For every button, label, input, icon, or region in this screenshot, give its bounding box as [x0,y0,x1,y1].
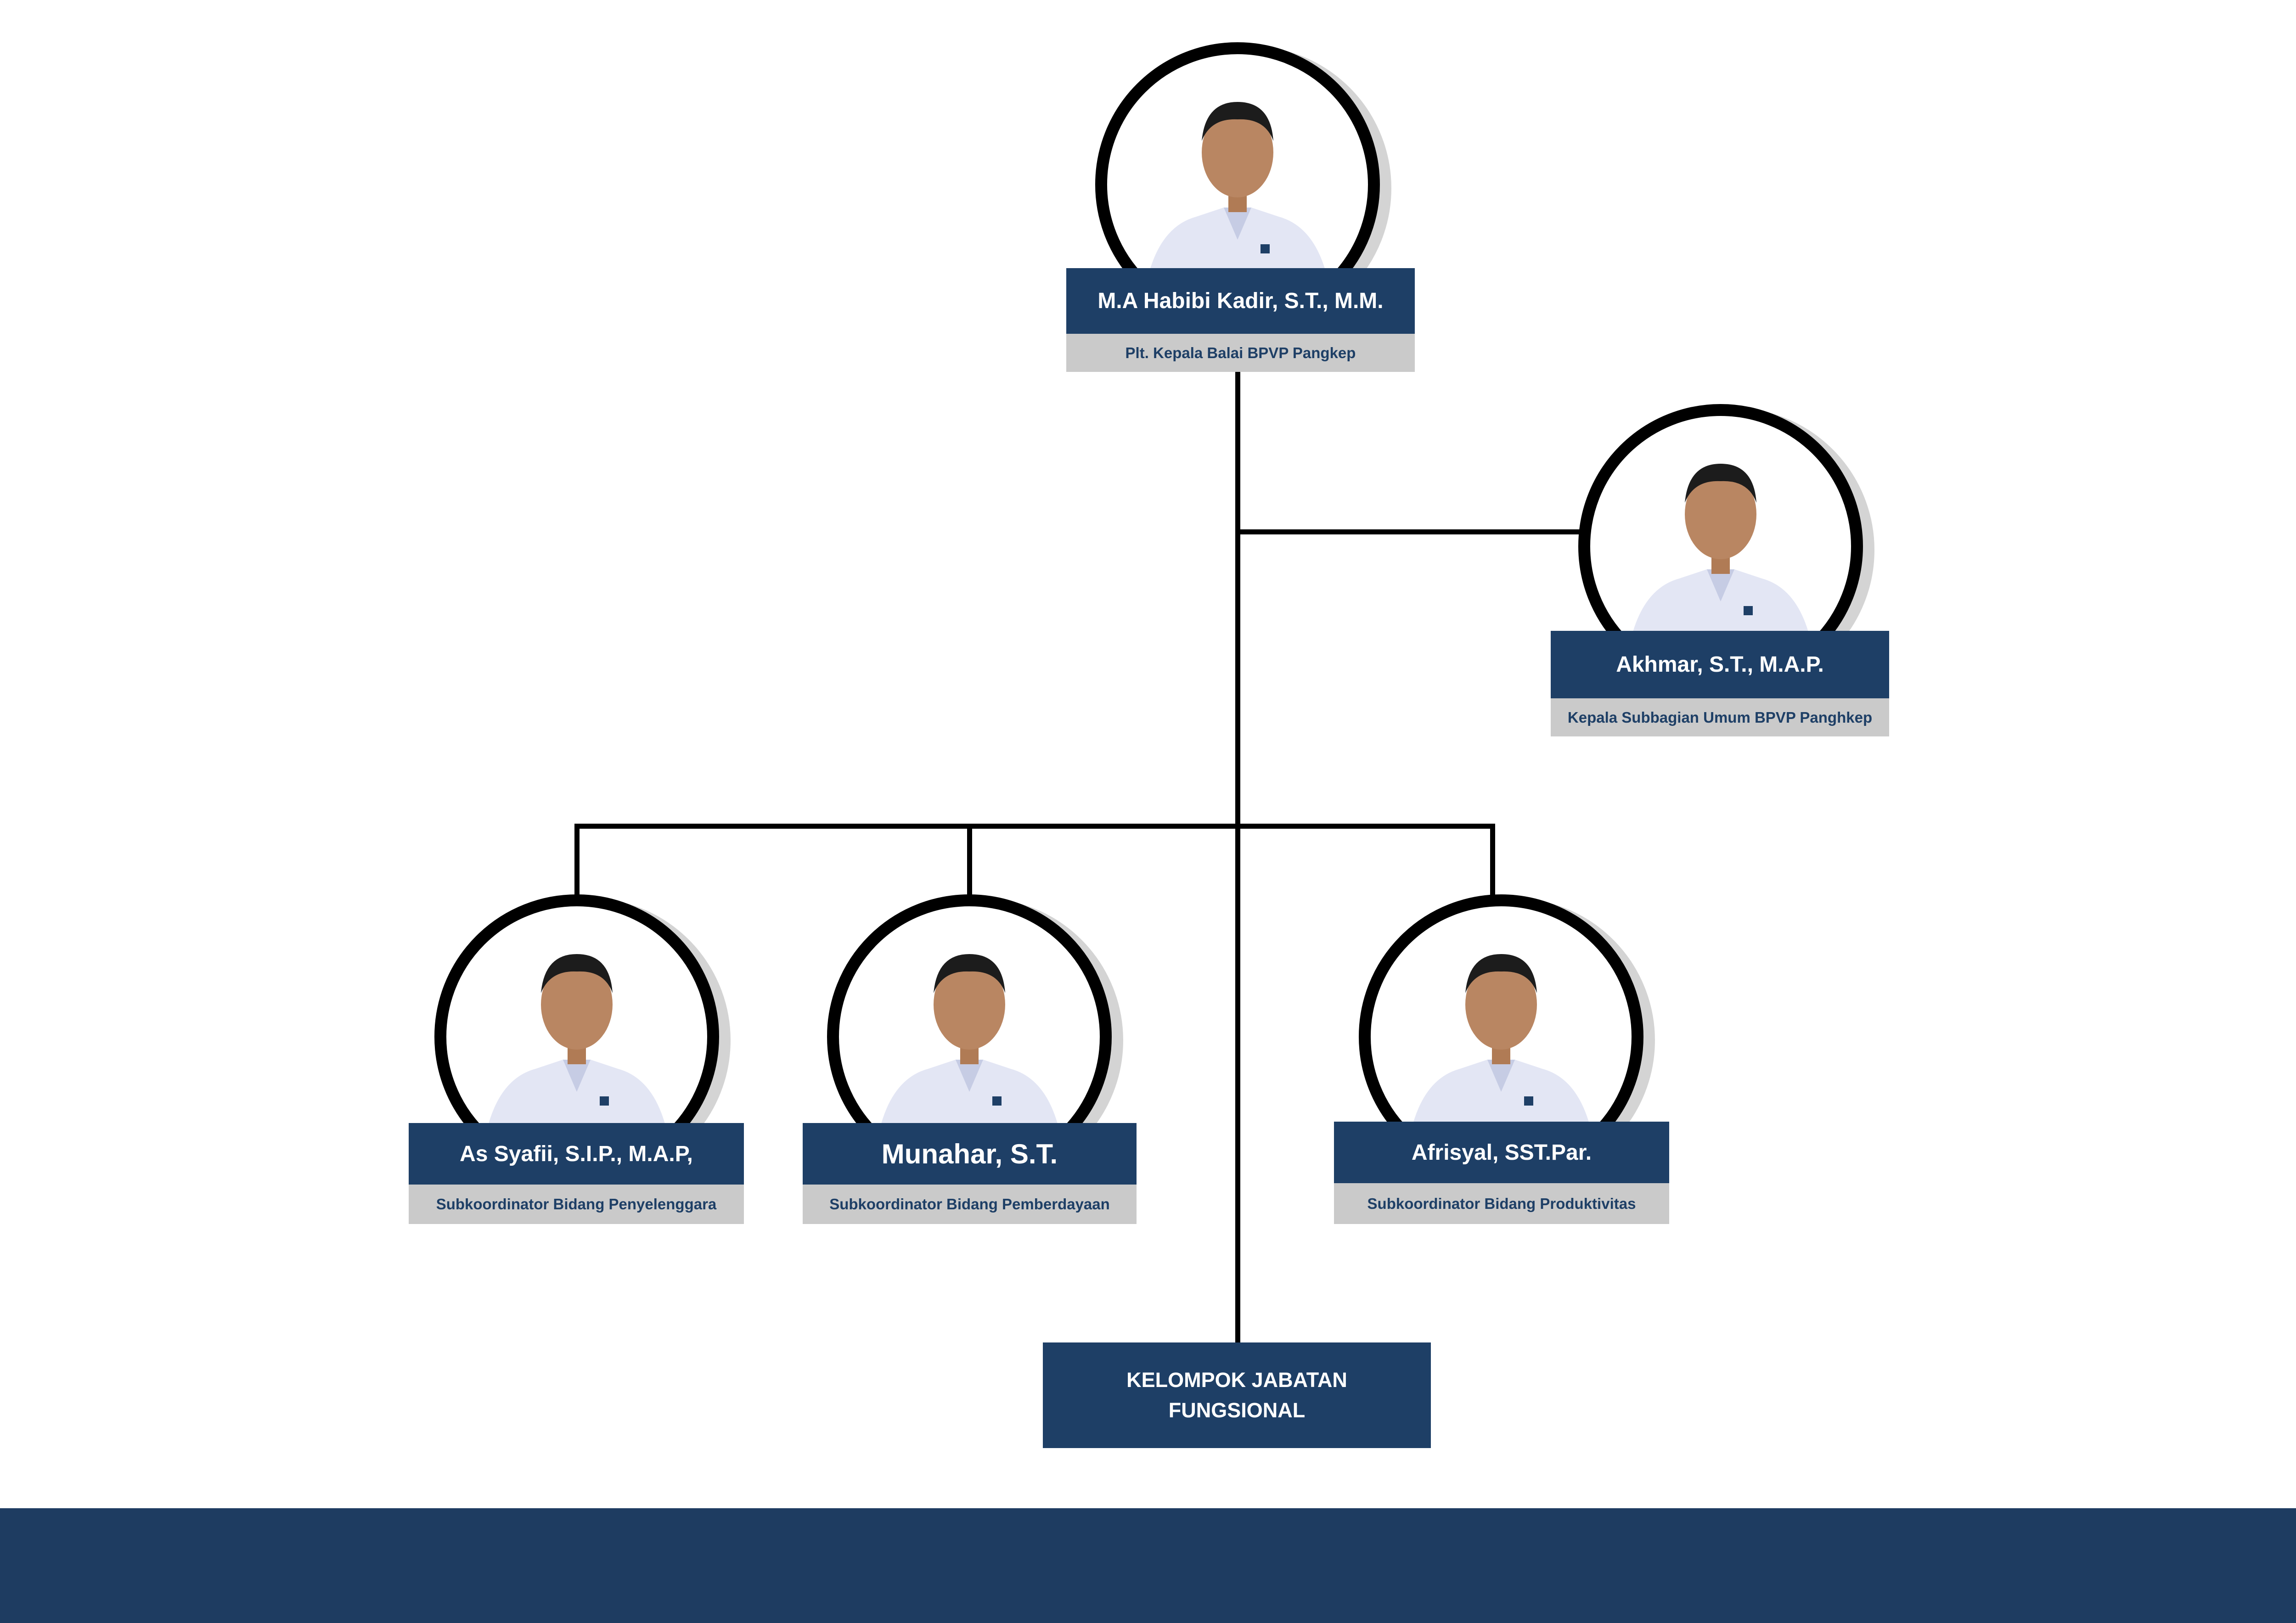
connector-drop-3 [1490,824,1495,902]
head-name: M.A Habibi Kadir, S.T., M.M. [1066,268,1415,334]
connector-subbag [1235,529,1580,534]
connector-drop-1 [574,824,580,902]
connector-drop-2 [967,824,972,902]
head-role: Plt. Kepala Balai BPVP Pangkep [1066,334,1415,372]
subbag-name: Akhmar, S.T., M.A.P. [1551,631,1889,698]
connector-main-vertical [1235,372,1240,1342]
subkoordinator-name-2: Munahar, S.T. [803,1123,1137,1185]
subkoordinator-name-1: As Syafii, S.I.P., M.A.P, [409,1123,744,1185]
functional-group-box: KELOMPOK JABATAN FUNGSIONAL [1043,1342,1431,1448]
subkoordinator-role-3: Subkoordinator Bidang Produktivitas [1334,1183,1669,1224]
subbag-role: Kepala Subbagian Umum BPVP Panghkep [1551,698,1889,736]
footer-bar [0,1508,2296,1623]
functional-group-line1: KELOMPOK JABATAN [1126,1368,1347,1392]
subkoordinator-role-1: Subkoordinator Bidang Penyelenggara [409,1185,744,1224]
subkoordinator-name-3: Afrisyal, SST.Par. [1334,1122,1669,1183]
subkoordinator-role-2: Subkoordinator Bidang Pemberdayaan [803,1185,1137,1224]
functional-group-line2: FUNGSIONAL [1168,1398,1306,1422]
connector-subkoordinator-horizontal [574,824,1495,829]
